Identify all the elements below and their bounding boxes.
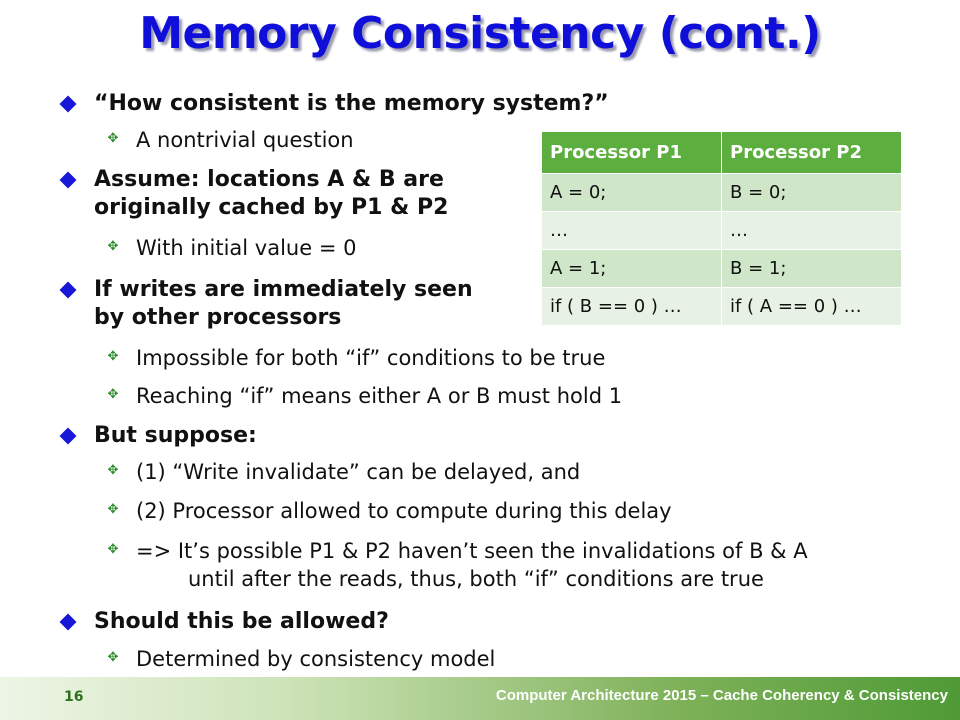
subbullet-text-line-2: until after the reads, thus, both “if” c…	[188, 567, 764, 591]
table-cell: A = 0;	[541, 173, 722, 212]
subbullet-consistency-model: ✥ Determined by consistency model	[106, 645, 496, 673]
subbullet-text: With initial value = 0	[136, 236, 357, 260]
diamond-bullet-icon	[59, 427, 77, 445]
table-row: A = 1; B = 1;	[541, 249, 902, 288]
star-bullet-icon: ✥	[107, 387, 119, 402]
subbullet-reaching-if: ✥ Reaching “if” means either A or B must…	[106, 382, 623, 410]
subbullet-possible-both-true: ✥ => It’s possible P1 & P2 haven’t seen …	[106, 537, 808, 593]
bullet-text-line-2: originally cached by P1 & P2	[94, 195, 449, 220]
subbullet-text: Determined by consistency model	[136, 647, 496, 671]
subbullet-text: A nontrivial question	[136, 128, 354, 152]
subbullet-text: (1) “Write invalidate” can be delayed, a…	[136, 460, 581, 484]
table-row: … …	[541, 211, 902, 250]
diamond-bullet-icon	[59, 281, 77, 299]
bullet-text-line-2: by other processors	[94, 305, 342, 330]
diamond-bullet-icon	[59, 613, 77, 631]
table-cell: B = 0;	[721, 173, 902, 212]
star-bullet-icon: ✥	[107, 349, 119, 364]
processor-code-table: Processor P1 Processor P2 A = 0; B = 0; …	[541, 131, 902, 326]
subbullet-impossible: ✥ Impossible for both “if” conditions to…	[106, 344, 606, 372]
star-bullet-icon: ✥	[107, 131, 119, 146]
star-bullet-icon: ✥	[107, 502, 119, 517]
subbullet-text: Reaching “if” means either A or B must h…	[136, 384, 623, 408]
subbullet-text-line-1: => It’s possible P1 & P2 haven’t seen th…	[136, 539, 808, 563]
star-bullet-icon: ✥	[107, 650, 119, 665]
header-processor-p2: Processor P2	[721, 131, 902, 174]
table-cell: if ( B == 0 ) …	[541, 287, 722, 326]
star-bullet-icon: ✥	[107, 542, 119, 557]
subbullet-text: Impossible for both “if” conditions to b…	[136, 346, 606, 370]
bullet-how-consistent: “How consistent is the memory system?”	[59, 90, 609, 118]
bullet-if-writes: If writes are immediately seen by other …	[59, 276, 473, 332]
table-cell: if ( A == 0 ) …	[721, 287, 902, 326]
header-processor-p1: Processor P1	[541, 131, 722, 174]
bullet-text-line-1: If writes are immediately seen	[94, 277, 473, 302]
footer-bar	[0, 677, 960, 720]
table-cell: A = 1;	[541, 249, 722, 288]
table-header-row: Processor P1 Processor P2	[541, 131, 902, 174]
star-bullet-icon: ✥	[107, 239, 119, 254]
table-cell: …	[721, 211, 902, 250]
table-row: A = 0; B = 0;	[541, 173, 902, 212]
table-row: if ( B == 0 ) … if ( A == 0 ) …	[541, 287, 902, 326]
star-bullet-icon: ✥	[107, 463, 119, 478]
bullet-should-allowed: Should this be allowed?	[59, 608, 389, 636]
bullet-text: But suppose:	[94, 423, 257, 448]
diamond-bullet-icon	[59, 171, 77, 189]
subbullet-initial-value: ✥ With initial value = 0	[106, 234, 357, 262]
bullet-text: “How consistent is the memory system?”	[94, 91, 609, 116]
table-cell: …	[541, 211, 722, 250]
subbullet-write-invalidate: ✥ (1) “Write invalidate” can be delayed,…	[106, 458, 581, 486]
bullet-assume: Assume: locations A & B are originally c…	[59, 166, 449, 222]
bullet-text: Should this be allowed?	[94, 609, 389, 634]
table-cell: B = 1;	[721, 249, 902, 288]
slide-title: Memory Consistency (cont.)	[139, 8, 821, 59]
subbullet-text: (2) Processor allowed to compute during …	[136, 499, 672, 523]
bullet-but-suppose: But suppose:	[59, 422, 257, 450]
subbullet-compute-during-delay: ✥ (2) Processor allowed to compute durin…	[106, 497, 672, 525]
bullet-text-line-1: Assume: locations A & B are	[94, 167, 444, 192]
footer-course-title: Computer Architecture 2015 – Cache Coher…	[495, 687, 948, 704]
subbullet-nontrivial: ✥ A nontrivial question	[106, 126, 354, 154]
page-number: 16	[64, 689, 84, 705]
diamond-bullet-icon	[59, 95, 77, 113]
